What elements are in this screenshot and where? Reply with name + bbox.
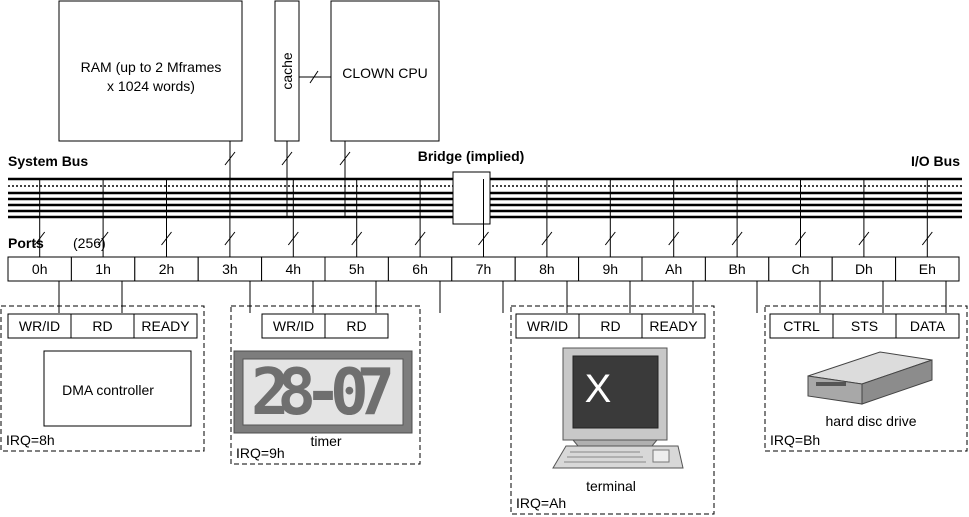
port-label: 3h	[222, 261, 238, 277]
device-timer: WR/ID RD 28-07 timer IRQ=9h	[230, 281, 421, 465]
ports-count: (256)	[73, 235, 106, 251]
port-cell	[324, 256, 389, 282]
port-cell	[387, 256, 453, 282]
system-bus-label: System Bus	[8, 153, 88, 169]
disk-label: hard disc drive	[825, 413, 916, 429]
port-bus-link-mark	[414, 231, 426, 246]
register-box	[133, 313, 198, 339]
dma-irq: IRQ=8h	[6, 432, 55, 448]
timer-label: timer	[310, 433, 341, 449]
register-label: RD	[346, 318, 366, 334]
cpu-label: CLOWN CPU	[342, 65, 428, 81]
hard-disk-icon	[807, 351, 933, 405]
port-bus-link-mark	[161, 231, 172, 246]
register-box	[832, 313, 897, 339]
bridge-box	[452, 171, 491, 225]
register-label: WR/ID	[527, 318, 568, 334]
port-cell	[578, 256, 643, 282]
register-box	[7, 313, 72, 339]
ram-label-line2: x 1024 words)	[107, 78, 195, 94]
port-bus-link-mark	[541, 231, 553, 246]
port-label: 4h	[286, 261, 302, 277]
register-label: CTRL	[783, 318, 820, 334]
terminal-icon: X	[552, 347, 684, 469]
port-label: 8h	[539, 261, 555, 277]
port-bus-link-mark	[351, 231, 363, 246]
port-label: Eh	[919, 261, 936, 277]
register-box	[641, 313, 706, 339]
port-cell	[451, 256, 516, 282]
port-label: 9h	[603, 261, 619, 277]
terminal-label: terminal	[586, 478, 636, 494]
ports-label: Ports	[8, 235, 44, 251]
device-dma: WR/ID RD READY DMA controller IRQ=8h	[0, 281, 205, 452]
register-label: READY	[141, 318, 190, 334]
register-box	[895, 313, 960, 339]
port-label: 5h	[349, 261, 365, 277]
port-bus-link-mark	[731, 231, 743, 246]
register-box	[324, 313, 389, 339]
port-label: 7h	[476, 261, 492, 277]
cache-cpu-link-mark	[309, 70, 319, 84]
device-disk: CTRL STS DATA hard disc drive IRQ=Bh	[764, 281, 968, 452]
ram-block: RAM (up to 2 Mframes x 1024 words)	[58, 0, 243, 142]
port-bus-link-mark	[287, 231, 299, 246]
dma-controller-box	[43, 350, 192, 427]
disk-irq: IRQ=Bh	[770, 432, 820, 448]
port-bus-link-mark	[795, 231, 806, 246]
register-label: READY	[649, 318, 698, 334]
cache-label: cache	[279, 52, 295, 90]
port-label: 6h	[412, 261, 428, 277]
register-box	[70, 313, 135, 339]
port-label: 2h	[159, 261, 175, 277]
port-bus-link-mark	[858, 231, 870, 246]
port-cell	[70, 256, 136, 282]
port-bus-link-mark	[478, 231, 489, 246]
port-cell	[831, 256, 897, 282]
register-label: STS	[851, 318, 878, 334]
dma-controller-label: DMA controller	[62, 382, 154, 398]
port-label: 1h	[95, 261, 111, 277]
port-bus-link-mark	[921, 231, 933, 246]
cache-block: cache	[274, 0, 300, 142]
ports-row: 0h 1h 2h 3h 4h 5h 6h 7h 8h 9h Ah Bh Ch Dh Eh	[7, 179, 960, 282]
timer-irq: IRQ=9h	[236, 445, 285, 461]
register-box	[578, 313, 643, 339]
port-label: Bh	[729, 261, 746, 277]
port-bus-link-mark	[604, 231, 616, 246]
port-bus-link-mark	[34, 231, 46, 246]
bridge-label: Bridge (implied)	[418, 148, 525, 164]
timer-display-icon: 28-07	[233, 350, 413, 434]
ram-label: RAM (up to 2 Mframes	[81, 59, 222, 75]
port-bus-link-mark	[224, 231, 236, 246]
register-label: WR/ID	[19, 318, 60, 334]
timer-display-text: 28-07	[251, 356, 395, 430]
port-cell	[197, 256, 263, 282]
port-bus-link-mark	[668, 231, 680, 246]
register-label: DATA	[910, 318, 946, 334]
port-cell	[7, 256, 72, 282]
port-label: Ch	[792, 261, 810, 277]
terminal-irq: IRQ=Ah	[516, 495, 566, 511]
port-label: 0h	[32, 261, 48, 277]
cpu-block: CLOWN CPU	[330, 0, 440, 142]
terminal-screen-glyph: X	[585, 367, 612, 411]
register-label: RD	[92, 318, 112, 334]
port-label: Ah	[665, 261, 682, 277]
port-label: Dh	[855, 261, 873, 277]
device-terminal: WR/ID RD READY X terminal IRQ=Ah	[510, 281, 715, 515]
io-bus-label: I/O Bus	[911, 153, 960, 169]
register-label: WR/ID	[273, 318, 314, 334]
port-bus-link-mark	[97, 231, 109, 246]
register-label: RD	[600, 318, 620, 334]
